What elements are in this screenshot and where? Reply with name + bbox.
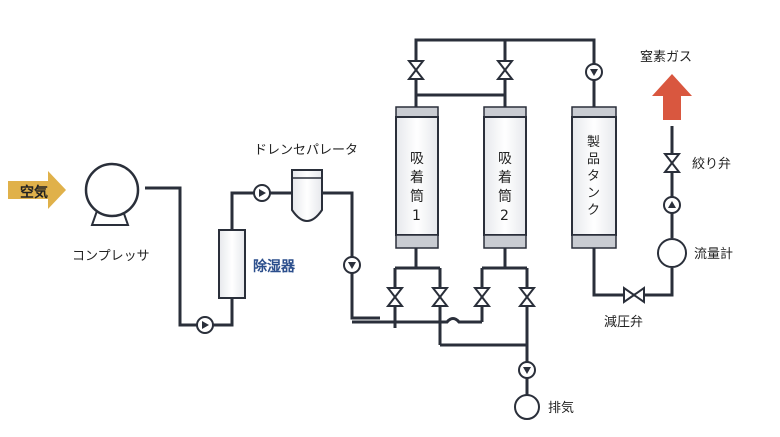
pipe-tank-out (592, 248, 674, 297)
compressor (84, 162, 140, 226)
flow-indicator-5 (518, 361, 536, 379)
dehumidifier-label: 除湿器 (253, 258, 296, 275)
svg-text:1: 1 (412, 208, 421, 224)
svg-text:着: 着 (410, 170, 424, 186)
valve-top-2 (495, 60, 515, 80)
svg-text:吸: 吸 (498, 151, 512, 167)
pipe-compressor-out (145, 186, 234, 327)
svg-text:2: 2 (500, 208, 509, 224)
exhaust-outlet (514, 394, 540, 420)
flow-indicator-6 (663, 196, 681, 214)
valve-adsorber2-left (472, 287, 492, 307)
product-tank (571, 106, 617, 249)
product-tank-label: 製 品 タ ン ク (587, 135, 600, 218)
flow-indicator-1 (196, 316, 214, 334)
nitrogen-label: 窒素ガス (640, 49, 692, 65)
adsorber-2-label: 吸 着 筒 2 (498, 151, 512, 224)
air-inlet-arrow: 空気 (8, 171, 66, 209)
svg-text:筒: 筒 (498, 188, 512, 205)
pipe-separator-out (322, 191, 380, 320)
throttle-valve-label: 絞り弁 (692, 157, 731, 172)
pipe-dehumidifier-out (230, 191, 292, 230)
svg-text:タ: タ (587, 169, 600, 184)
adsorber-1-label: 吸 着 筒 1 (410, 151, 424, 224)
svg-text:吸: 吸 (410, 151, 424, 167)
svg-text:筒: 筒 (410, 188, 424, 205)
pipe-exhaust-line (393, 322, 527, 347)
svg-text:製: 製 (587, 135, 600, 150)
valve-adsorber1-left (385, 287, 405, 307)
svg-text:着: 着 (498, 170, 512, 186)
air-label: 空気 (20, 184, 48, 201)
flow-indicator-3 (343, 256, 361, 274)
valve-adsorber2-right (517, 287, 537, 307)
flowmeter (657, 238, 687, 268)
svg-text:ン: ン (587, 186, 600, 201)
compressor-label: コンプレッサ (72, 249, 150, 264)
svg-text:ク: ク (587, 203, 600, 218)
svg-text:品: 品 (587, 152, 600, 167)
exhaust-label: 排気 (548, 400, 574, 416)
nitrogen-output-arrow (652, 74, 692, 120)
valve-top-1 (406, 60, 426, 80)
adsorber-1 (395, 106, 439, 249)
adsorber-2 (483, 106, 527, 249)
throttle-valve (662, 153, 682, 173)
valve-adsorber1-right (430, 287, 450, 307)
flowmeter-label: 流量計 (694, 246, 733, 262)
pipe-network (145, 38, 674, 395)
pressure-reducing-valve-label: 減圧弁 (604, 314, 643, 330)
flow-indicator-2 (253, 184, 271, 202)
pressure-reducing-valve (623, 286, 645, 304)
flow-indicator-4 (585, 63, 603, 81)
drain-separator-label: ドレンセパレータ (254, 143, 358, 158)
drain-separator (291, 169, 323, 222)
dehumidifier (218, 229, 246, 299)
